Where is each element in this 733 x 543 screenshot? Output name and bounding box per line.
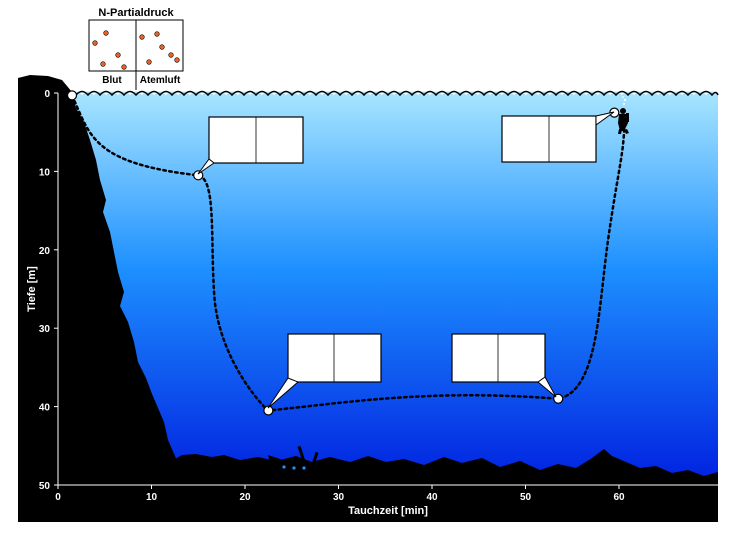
water-area: [58, 91, 718, 485]
x-tick-label: 10: [146, 492, 158, 503]
diver-icon: [618, 96, 629, 134]
legend-particles: [92, 30, 180, 70]
y-axis-label: Tiefe [m]: [26, 266, 38, 312]
x-tick-label: 40: [426, 492, 438, 503]
profile-point-2: [193, 170, 204, 181]
y-tick-label: 10: [39, 167, 51, 178]
x-axis-label: Tauchzeit [min]: [348, 505, 428, 517]
pressure-box-4: [501, 111, 615, 163]
shipwreck-icon: [268, 445, 329, 476]
x-tick-label: 0: [55, 492, 61, 503]
legend-box: N-Partialdruck Blut Atemluft: [88, 7, 184, 90]
legend-label-blut: Blut: [102, 75, 122, 86]
y-tick-label: 0: [44, 89, 50, 100]
x-tick-label: 60: [613, 492, 625, 503]
legend-title: N-Partialdruck: [98, 7, 174, 19]
y-tick-label: 50: [39, 481, 51, 492]
cliff-terrain: [18, 75, 718, 522]
water-surface-line: [65, 90, 719, 97]
seabed-terrain: [160, 449, 718, 485]
y-tick-label: 20: [39, 246, 51, 257]
y-axis: 0 10 20 30 40 50 Tiefe [m]: [26, 89, 59, 492]
legend-label-atemluft: Atemluft: [140, 75, 181, 86]
profile-point-1: [66, 90, 78, 101]
x-tick-label: 20: [239, 492, 251, 503]
y-tick-label: 40: [39, 403, 51, 414]
profile-point-3: [263, 405, 274, 416]
x-tick-label: 30: [333, 492, 345, 503]
pressure-box-3: [451, 333, 557, 398]
pressure-box-1: [197, 116, 304, 175]
x-axis: 0 10 20 30 40 50 60 Tauchzeit [min]: [55, 485, 625, 517]
pressure-box-2: [267, 333, 382, 409]
y-tick-label: 30: [39, 324, 51, 335]
x-tick-label: 50: [520, 492, 532, 503]
